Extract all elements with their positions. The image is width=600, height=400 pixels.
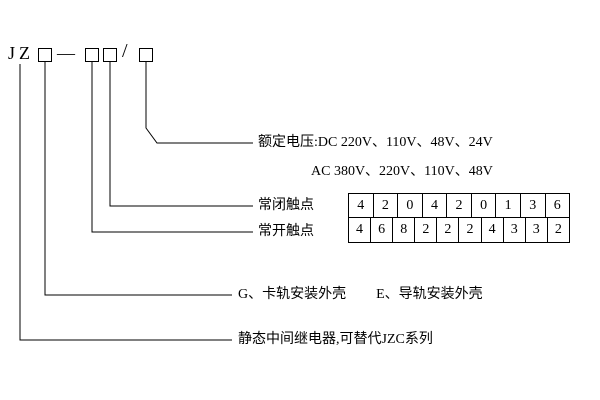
contact-count-cell: 2 — [554, 222, 562, 237]
model-slash: / — [122, 40, 128, 62]
contact-count-cell: 3 — [526, 218, 548, 242]
contact-count-cell: 2 — [459, 218, 482, 242]
contact-count-cell: 6 — [553, 197, 561, 213]
contact-count-cell: 0 — [398, 194, 423, 217]
contact-count-cell: 2 — [447, 194, 472, 217]
housing-option-g: G、卡轨安装外壳 — [238, 287, 347, 302]
contact-count-cell: 2 — [415, 218, 438, 242]
rated-voltage-dc-label: 额定电压:DC 220V、110V、48V、24V — [258, 135, 493, 150]
contact-count-cell: 4 — [423, 194, 448, 217]
model-box-nc-contacts — [103, 48, 117, 62]
contact-count-cell: 1 — [496, 194, 521, 217]
model-prefix: JZ — [8, 43, 34, 63]
callout-line-no-contacts — [91, 62, 253, 233]
callout-line-housing — [44, 62, 232, 296]
contact-count-cell: 4 — [349, 218, 372, 242]
model-box-voltage — [139, 48, 153, 62]
housing-option-e: E、导轨安装外壳 — [376, 287, 483, 302]
callout-line-voltage — [145, 62, 253, 144]
contact-count-cell: 4 — [482, 218, 504, 242]
contact-count-cell: 6 — [371, 218, 394, 242]
no-contacts-label: 常开触点 — [258, 224, 314, 239]
contact-count-cell: 0 — [472, 194, 497, 217]
contact-count-cell: 4 — [349, 194, 374, 217]
contact-count-cell: 3 — [504, 218, 526, 242]
model-box-housing — [38, 48, 52, 62]
contact-count-cell: 2 — [437, 218, 460, 242]
rated-voltage-ac-label: AC 380V、220V、110V、48V — [311, 164, 493, 179]
housing-label: G、卡轨安装外壳 E、导轨安装外壳 — [238, 287, 483, 303]
callout-line-nc-contacts — [109, 62, 253, 207]
nc-contacts-label: 常闭触点 — [258, 198, 314, 213]
model-box-no-contacts — [85, 48, 99, 62]
series-description-label: 静态中间继电器,可替代JZC系列 — [238, 332, 433, 347]
contact-count-cell: 8 — [393, 218, 416, 242]
contact-count-cell: 2 — [374, 194, 399, 217]
contact-count-cell: 3 — [521, 194, 546, 217]
callout-line-series — [19, 64, 232, 341]
model-dash: — — [57, 43, 75, 63]
